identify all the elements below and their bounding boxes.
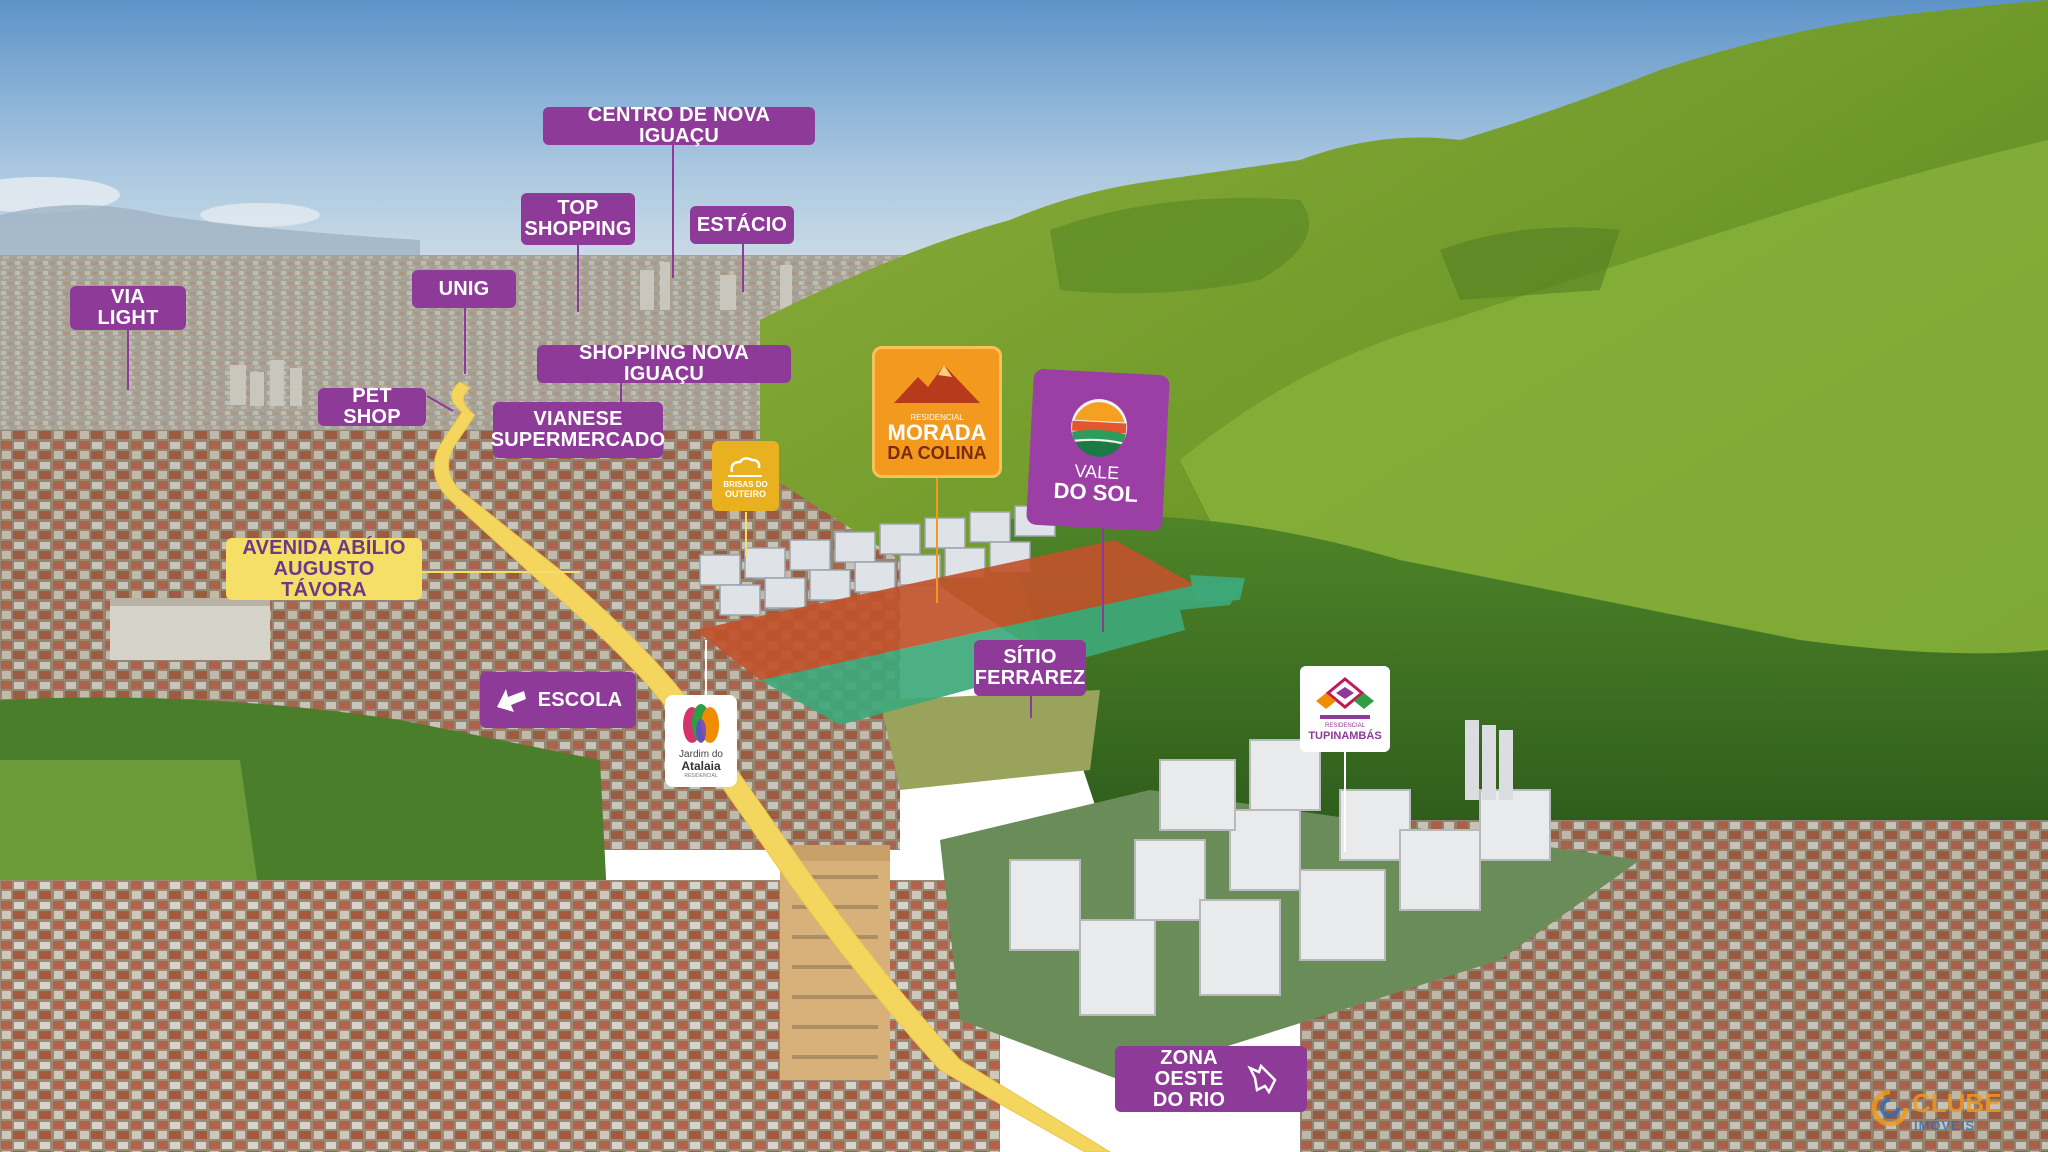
pin-unig <box>464 304 466 374</box>
clube-logo-icon <box>1871 1089 1909 1127</box>
label-via-light: VIA LIGHT <box>70 286 186 330</box>
wind-cloud-icon <box>727 456 762 477</box>
watermark-sub: IMÓVEIS <box>1914 1118 1976 1133</box>
label-shopping-nova-iguacu: SHOPPING NOVA IGUAÇU <box>537 343 791 385</box>
pin-jardim <box>705 640 707 696</box>
watermark-main: CLUBE <box>1912 1088 2002 1118</box>
label-top-shopping: TOP SHOPPING <box>521 193 635 245</box>
watermark: CLUBE IMÓVEIS <box>1870 1082 2040 1142</box>
label-sitio-ferrarez: SÍTIO FERRAREZ <box>974 640 1086 696</box>
diamond-pattern-icon <box>1316 676 1374 719</box>
pin-top-shopping <box>577 242 579 312</box>
pin-morada <box>936 478 938 603</box>
label-vianese-supermercado: VIANESE SUPERMERCADO <box>491 402 665 458</box>
label-avenida-abilio: AVENIDA ABÍLIO AUGUSTO TÁVORA <box>226 537 422 600</box>
pin-centro <box>672 138 674 278</box>
pin-shopping-nova-iguacu <box>620 380 622 420</box>
pin-tupinambas <box>1344 752 1346 852</box>
logo-morada-da-colina: RESIDENCIAL MORADA DA COLINA <box>872 346 1002 478</box>
vale-line2: DO SOL <box>1053 477 1139 507</box>
sun-landscape-icon <box>1071 398 1128 457</box>
logo-tupinambas: RESIDENCIAL TUPINAMBÁS <box>1300 666 1390 752</box>
tupi-name: TUPINAMBÁS <box>1308 729 1382 742</box>
brisas-line2: OUTEIRO <box>724 488 766 499</box>
logo-brisas-do-outeiro: BRISAS DO OUTEIRO <box>712 441 779 511</box>
pin-avenida <box>420 571 580 573</box>
escola-text: ESCOLA <box>537 688 623 711</box>
jardim-line3: RESIDENCIAL <box>684 773 718 779</box>
logo-jardim-do-atalaia: Jardim do Atalaia RESIDENCIAL <box>665 695 737 787</box>
label-centro-nova-iguacu: CENTRO DE NOVA IGUAÇU <box>543 105 815 147</box>
brisas-line1: BRISAS DO <box>723 479 768 489</box>
label-zona-oeste: ZONA OESTE DO RIO <box>1115 1046 1307 1112</box>
label-estacio: ESTÁCIO <box>690 206 794 244</box>
morada-line2: DA COLINA <box>887 442 987 463</box>
pin-estacio <box>742 242 744 292</box>
plot-morada-da-colina <box>695 540 1195 680</box>
label-escola: ESCOLA <box>480 672 636 728</box>
label-pet-shop: PET SHOP <box>318 386 426 428</box>
pin-via-light <box>127 328 129 390</box>
jardim-line2: Atalaia <box>681 759 721 773</box>
zona-oeste-text: ZONA OESTE DO RIO <box>1152 1046 1226 1111</box>
arrow-down-right-icon <box>1247 1064 1277 1094</box>
leaf-icon <box>683 704 719 743</box>
jardim-line1: Jardim do <box>679 749 723 760</box>
pin-sitio <box>1030 690 1032 718</box>
mountain-icon <box>894 364 980 403</box>
pin-vale <box>1102 528 1104 632</box>
tupi-small: RESIDENCIAL <box>1324 722 1365 729</box>
pin-brisas <box>745 512 747 556</box>
morada-small: RESIDENCIAL <box>910 412 964 422</box>
logo-vale-do-sol: VALE DO SOL <box>1026 368 1170 532</box>
arrow-up-left-icon <box>496 689 526 712</box>
label-unig: UNIG <box>412 270 516 308</box>
morada-line1: MORADA <box>887 419 987 445</box>
